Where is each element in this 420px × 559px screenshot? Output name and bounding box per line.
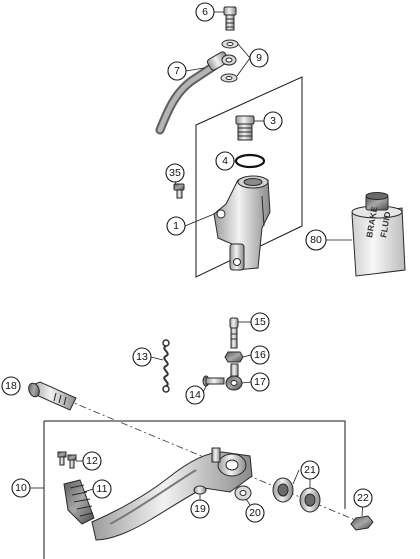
brake-lever-part <box>91 447 253 541</box>
lever-group-frame-top <box>44 420 346 509</box>
callout-11-label: 11 <box>97 483 108 495</box>
callout-35: 35 <box>165 163 185 183</box>
callout-35-label: 35 <box>169 167 181 179</box>
leader-17 <box>241 381 252 384</box>
callout-13: 13 <box>132 347 152 367</box>
callout-21: 21 <box>300 460 320 480</box>
leader-16 <box>242 354 252 358</box>
push-rod-part <box>229 317 239 349</box>
leader-11 <box>83 488 94 493</box>
callout-9: 9 <box>249 48 269 68</box>
nut-part <box>224 351 244 363</box>
callout-1-label: 1 <box>173 220 179 232</box>
callout-17: 17 <box>250 372 270 392</box>
pin-part <box>202 375 225 387</box>
callout-20-label: 20 <box>249 507 261 519</box>
leader-9b <box>236 57 251 77</box>
callout-17-label: 17 <box>254 376 266 388</box>
banjo-bolt-part <box>223 6 237 31</box>
callout-14: 14 <box>185 385 205 405</box>
leader-1 <box>184 213 215 227</box>
callout-16: 16 <box>250 345 270 365</box>
brake-hose-part <box>155 51 237 135</box>
clevis-part <box>225 363 243 391</box>
callout-18: 18 <box>1 376 21 396</box>
callout-21-label: 21 <box>304 464 316 476</box>
callout-11: 11 <box>92 479 112 499</box>
sealing-washers-part <box>220 39 239 83</box>
reservoir-cap-part <box>235 115 255 141</box>
screw-part <box>173 183 185 199</box>
callout-12: 12 <box>82 451 102 471</box>
callout-22: 22 <box>353 488 373 508</box>
master-cylinder-group-frame <box>195 76 303 278</box>
callout-4-label: 4 <box>222 155 228 167</box>
callout-12-label: 12 <box>86 455 98 467</box>
callout-22-label: 22 <box>357 492 369 504</box>
callout-15: 15 <box>250 312 270 332</box>
bottle-label-fluid: FLUID <box>378 210 392 238</box>
brake-fluid-bottle-part: BRAKE FLUID <box>351 192 406 277</box>
leader-9a <box>237 43 251 59</box>
callout-13-label: 13 <box>136 351 148 363</box>
callout-80: 80 <box>305 229 327 251</box>
leader-20 <box>245 498 251 506</box>
callout-3: 3 <box>263 111 283 131</box>
callout-19-label: 19 <box>194 503 206 515</box>
footpeg-bolts-part <box>57 451 77 469</box>
callout-14-label: 14 <box>189 389 201 401</box>
callout-4: 4 <box>215 151 235 171</box>
o-ring-part <box>234 153 266 169</box>
bushing-part <box>193 485 207 495</box>
callout-7: 7 <box>167 61 187 81</box>
bearings-part <box>272 477 321 513</box>
master-cylinder-part <box>213 175 271 271</box>
callout-10-label: 10 <box>15 482 27 494</box>
callout-10: 10 <box>11 478 31 498</box>
callout-19: 19 <box>190 499 210 519</box>
pivot-nut-part <box>350 515 374 531</box>
callout-16-label: 16 <box>254 349 266 361</box>
leader-21a <box>292 469 300 485</box>
callout-6-label: 6 <box>202 6 208 18</box>
callout-18-label: 18 <box>5 380 17 392</box>
callout-3-label: 3 <box>270 115 276 127</box>
callout-9-label: 9 <box>256 52 262 64</box>
callout-6: 6 <box>195 2 215 22</box>
leader-7 <box>185 67 205 72</box>
washer-part <box>234 485 252 501</box>
return-spring-part <box>162 339 170 393</box>
callout-7-label: 7 <box>174 65 180 77</box>
callout-15-label: 15 <box>254 316 266 328</box>
callout-20: 20 <box>245 503 265 523</box>
callout-80-label: 80 <box>310 234 322 246</box>
leader-13 <box>150 356 164 361</box>
callout-1: 1 <box>166 216 186 236</box>
step-plate-part <box>63 479 95 525</box>
